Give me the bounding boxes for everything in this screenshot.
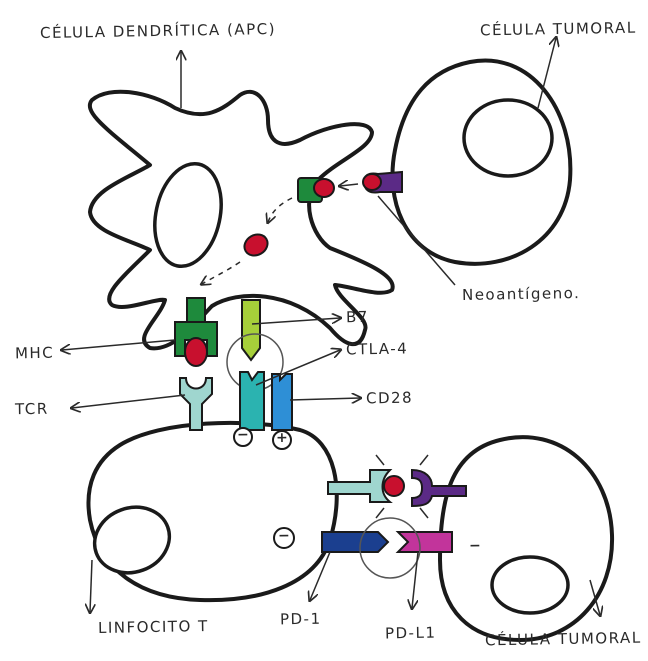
b7-molecule [242, 300, 260, 360]
tumor-nucleus-top [464, 100, 552, 176]
label-tcr: TCR [15, 400, 49, 419]
inhibitory-signal: − [237, 427, 249, 443]
neoantigen [363, 174, 381, 190]
tumor-inhibitory-signal: − [469, 538, 481, 554]
antigen-captured [314, 179, 334, 197]
mhc-stem [187, 298, 205, 322]
label-ctla4: CTLA-4 [346, 339, 409, 358]
pd1-inhibitory-signal: − [278, 528, 290, 544]
label-lymphocyte: LINFOCITO T [98, 617, 209, 637]
antigen-presented [185, 338, 207, 366]
pd1-receptor [322, 532, 388, 552]
label-mhc: MHC [15, 344, 55, 363]
pdl1-ligand [398, 532, 452, 552]
antigen-tumor-presented [384, 476, 404, 496]
label-pdl1: PD-L1 [385, 624, 437, 643]
ctla4-receptor [240, 372, 264, 430]
label-tumor-cell-bottom: CÉLULA TUMORAL [485, 629, 642, 650]
activating-signal: + [276, 430, 288, 446]
label-neoantigen: Neoantígeno. [462, 284, 581, 304]
label-tumor-cell-top: CÉLULA TUMORAL [480, 19, 637, 40]
tumor-nucleus-bottom [492, 557, 568, 613]
label-b7: B7 [346, 308, 369, 326]
label-pd1: PD-1 [280, 610, 322, 629]
label-cd28: CD28 [366, 389, 413, 408]
cd28-receptor [272, 374, 292, 430]
